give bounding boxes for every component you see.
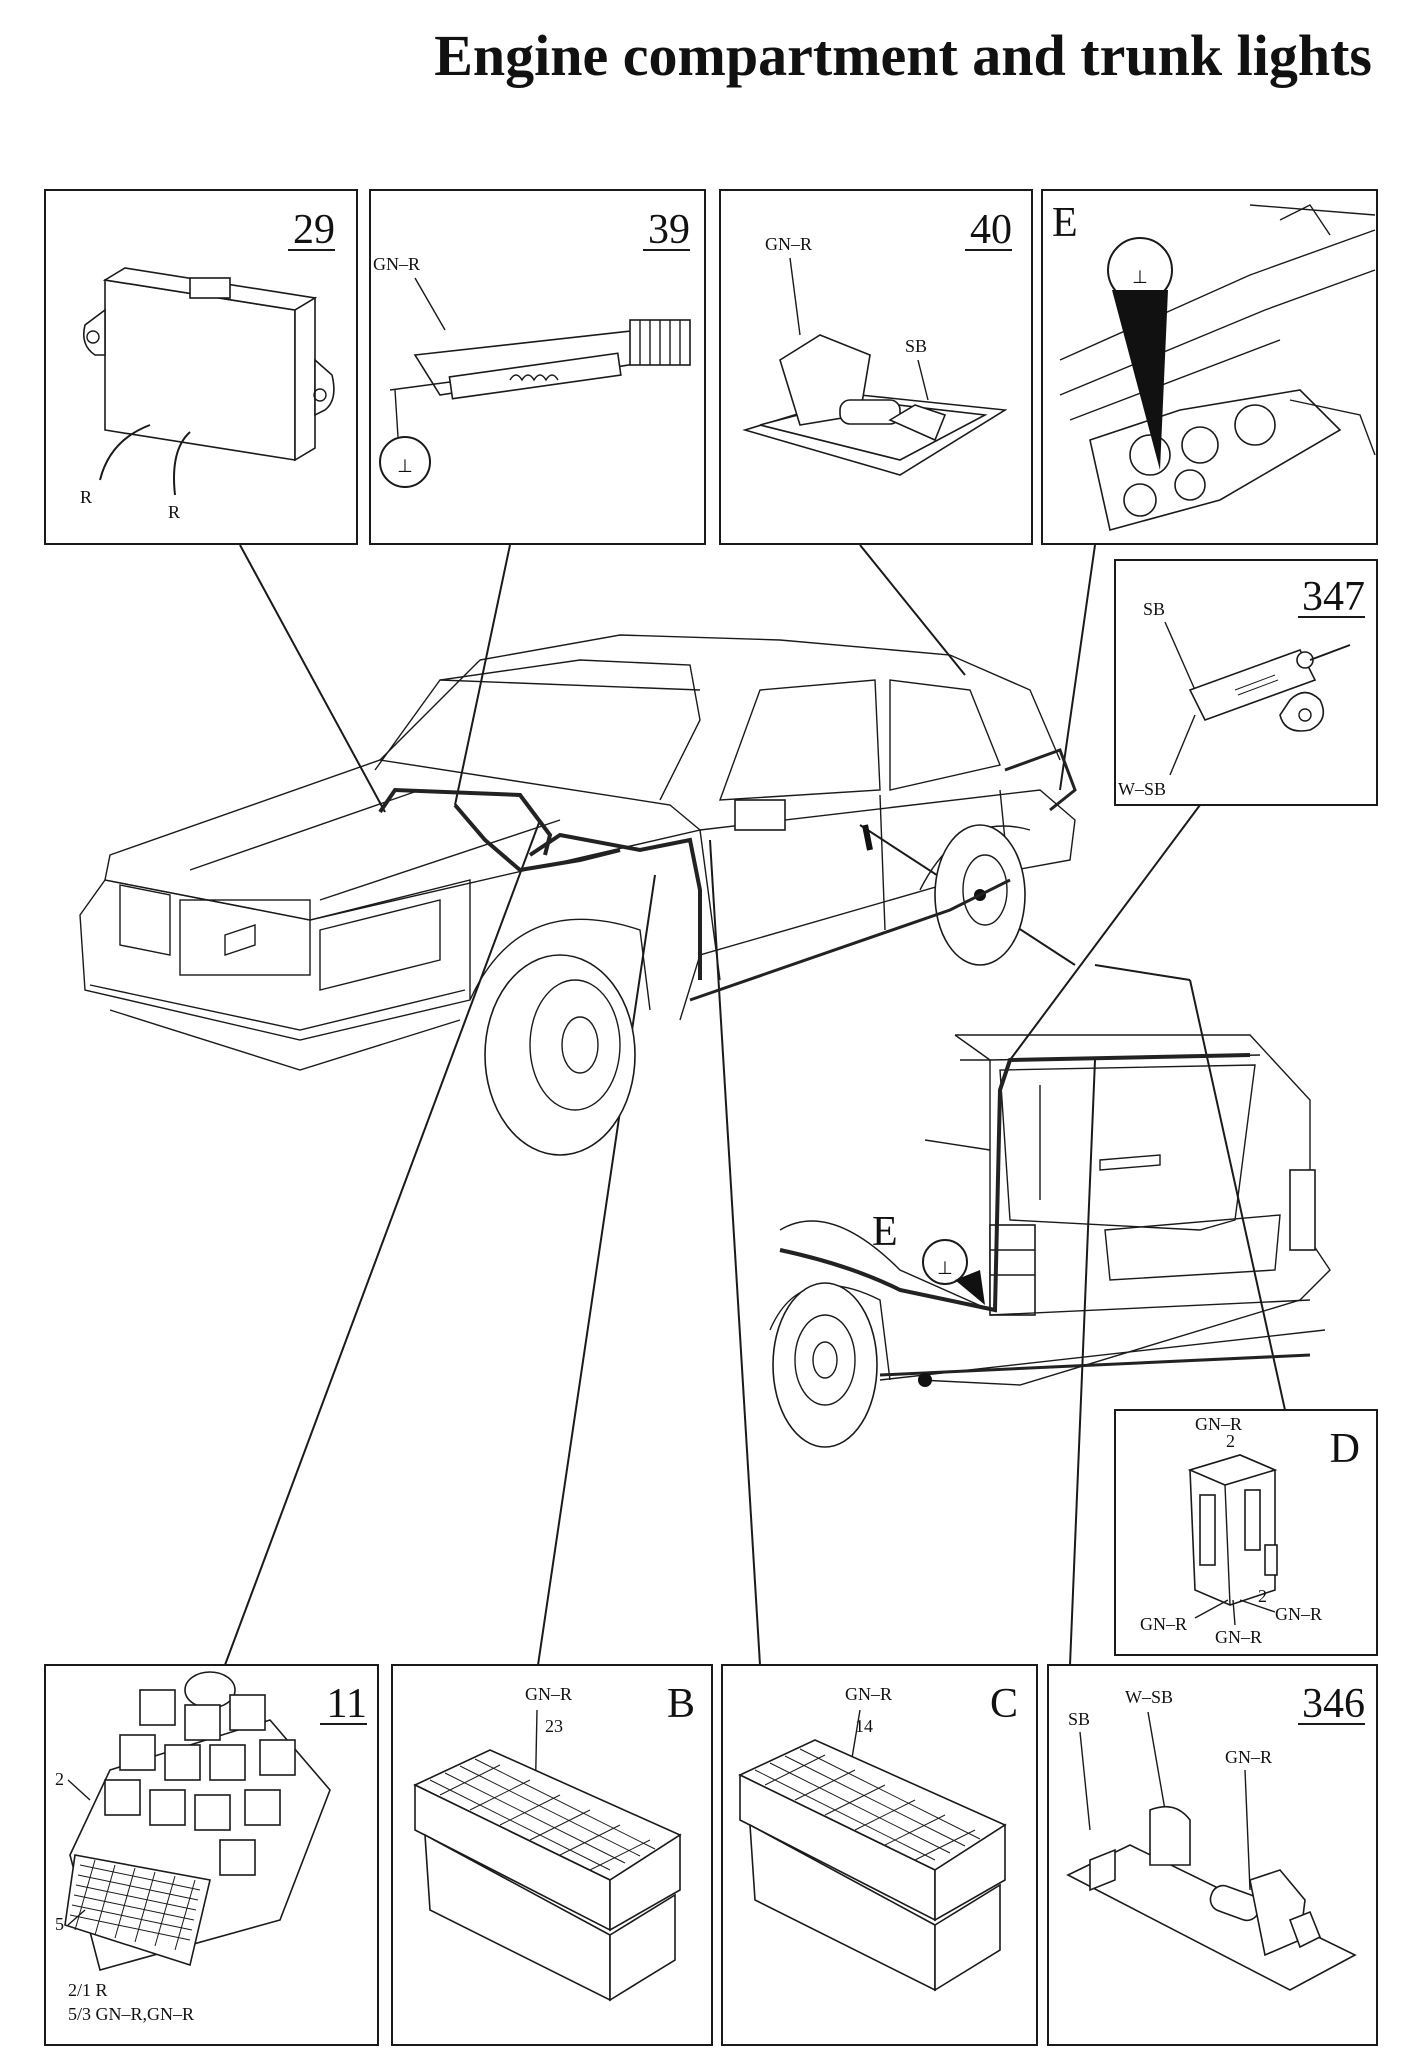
panel-346: 346 SB W–SB GN–R xyxy=(1047,1664,1378,2046)
label-sb-346: SB xyxy=(1068,1709,1090,1729)
ground-symbol-39: ⊥ xyxy=(397,456,413,476)
connector-d-drawing xyxy=(1187,1454,1278,1606)
rear-ground-symbol: ⊥ xyxy=(937,1258,953,1278)
label-pin-2-top: 2 xyxy=(1226,1431,1235,1451)
panel-11-number: 11 xyxy=(327,1681,367,1727)
control-unit-drawing xyxy=(82,267,335,462)
panel-d-letter: D xyxy=(1330,1426,1360,1472)
switch-347-drawing xyxy=(1188,644,1351,732)
label-pin-5: 5 xyxy=(55,1914,64,1934)
panel-39: 39 GN–R ⊥ xyxy=(369,189,706,545)
label-r-1: R xyxy=(80,487,92,507)
panel-b-letter: B xyxy=(667,1681,695,1727)
label-pin-14: 14 xyxy=(855,1716,873,1736)
car-rear-view: E ⊥ xyxy=(769,1034,1331,1448)
panel-c-letter: C xyxy=(990,1681,1018,1727)
label-gnr-d-right: GN–R xyxy=(1275,1604,1322,1624)
leader-lines xyxy=(224,544,1286,1666)
label-gnr-d-top: GN–R xyxy=(1195,1414,1242,1434)
lamp-40-drawing xyxy=(742,334,1008,476)
page-title: Engine compartment and trunk lights xyxy=(434,23,1372,88)
label-sb-347: SB xyxy=(1143,599,1165,619)
label-wsb-346: W–SB xyxy=(1125,1687,1173,1707)
lamp-39-drawing xyxy=(389,319,691,400)
panel-347-number: 347 xyxy=(1302,574,1365,620)
panel-11: 11 2 5 2/1 R 5/3 GN–R,GN–R xyxy=(44,1664,379,2046)
label-gnr-d-left: GN–R xyxy=(1140,1614,1187,1634)
label-sb-40: SB xyxy=(905,336,927,356)
label-gnr-346: GN–R xyxy=(1225,1747,1272,1767)
panel-40-number: 40 xyxy=(970,207,1012,253)
ground-symbol-e: ⊥ xyxy=(1132,267,1148,287)
label-53-gnr: 5/3 GN–R,GN–R xyxy=(68,2004,194,2024)
label-gnr: GN–R xyxy=(373,254,420,274)
panel-29: 29 R R xyxy=(44,189,358,545)
lamp-346-drawing xyxy=(1066,1805,1357,1991)
label-gnr-40: GN–R xyxy=(765,234,812,254)
panel-346-number: 346 xyxy=(1302,1681,1365,1727)
panel-b: B GN–R 23 xyxy=(391,1664,713,2046)
label-gnr-d-mid: GN–R xyxy=(1215,1627,1262,1647)
label-pin-2: 2 xyxy=(55,1769,64,1789)
fuse-box-drawing xyxy=(64,1671,331,1971)
label-r-2: R xyxy=(168,502,180,522)
panel-29-number: 29 xyxy=(293,207,335,253)
panel-d: D GN–R 2 2 GN–R GN–R GN–R xyxy=(1114,1409,1378,1656)
panel-e-top: E ⊥ xyxy=(1041,189,1378,545)
panel-347: 347 SB W–SB xyxy=(1114,559,1378,806)
label-pin-2-bot: 2 xyxy=(1258,1586,1267,1606)
panel-e-letter: E xyxy=(1052,200,1078,246)
label-wsb-347: W–SB xyxy=(1118,779,1166,799)
rear-view-letter: E xyxy=(872,1209,898,1255)
label-gnr-c: GN–R xyxy=(845,1684,892,1704)
label-pin-23: 23 xyxy=(545,1716,563,1736)
panel-40: 40 GN–R SB xyxy=(719,189,1033,545)
panel-39-number: 39 xyxy=(648,207,690,253)
car-front-view xyxy=(79,634,1077,1156)
fuse-block-c-drawing xyxy=(738,1739,1007,1992)
fuse-block-b-drawing xyxy=(413,1749,682,2002)
label-21-r: 2/1 R xyxy=(68,1980,108,2000)
label-gnr-b: GN–R xyxy=(525,1684,572,1704)
panel-c: C GN–R 14 xyxy=(721,1664,1038,2046)
